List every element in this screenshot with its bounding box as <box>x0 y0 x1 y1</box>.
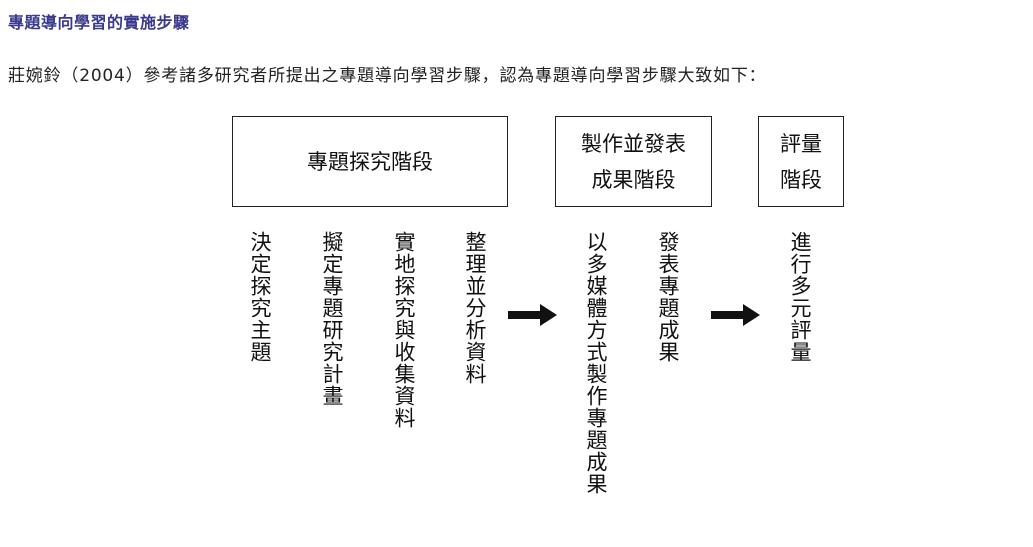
page-heading: 專題導向學習的實施步驟 <box>8 13 190 32</box>
step-decide-topic: 決定探究主題 <box>248 231 272 363</box>
step-present-results: 發表專題成果 <box>656 231 680 363</box>
step-draft-plan: 擬定專題研究計畫 <box>320 231 344 407</box>
arrow-right-icon <box>508 303 558 327</box>
stage-box-production: 製作並發表 成果階段 <box>555 116 712 207</box>
stage-box-assessment: 評量 階段 <box>758 116 844 207</box>
step-field-inquiry: 實地探究與收集資料 <box>392 231 416 429</box>
stage-box-inquiry: 專題探究階段 <box>232 116 508 207</box>
intro-paragraph: 莊婉鈴（2004）參考諸多研究者所提出之專題導向學習步驟，認為專題導向學習步驟大… <box>8 66 767 86</box>
arrow-right-icon <box>711 303 761 327</box>
step-multiple-assessment: 進行多元評量 <box>788 231 812 363</box>
step-multimedia-product: 以多媒體方式製作專題成果 <box>584 231 608 495</box>
step-analyze-data: 整理並分析資料 <box>463 231 487 385</box>
